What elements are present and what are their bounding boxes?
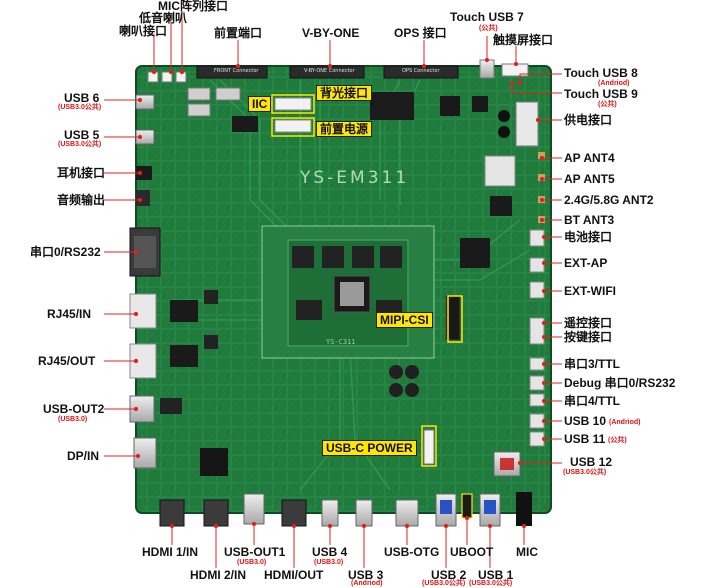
label-usb2-sub: (USB3.0公共) [422,580,466,587]
label-hdmi2-in: HDMI 2/IN [190,568,247,582]
label-dp-in: DP/IN [67,449,100,463]
label-uart0: 串口0/RS232 [30,245,101,259]
label-usb5-sub: (USB3.0公共) [58,141,102,148]
label-uart3: 串口3/TTL [564,357,620,371]
label-hdmi1-in: HDMI 1/IN [142,545,199,559]
highlight-mipi-csi: MIPI-CSI [376,312,433,328]
label-usb-otg: USB-OTG [384,545,440,559]
label-debug-uart0: Debug 串口0/RS232 [564,376,676,390]
label-touchscreen: 触摸屏接口 [493,33,554,47]
label-usb2: USB 2 [431,568,467,582]
label-touch-usb9: Touch USB 9 [564,87,638,101]
label-ap-ant4: AP ANT4 [564,151,615,165]
label-usb3-sub: (Andriod) [351,580,383,587]
label-usb4-sub: (USB3.0) [314,559,344,566]
label-button: 按键接口 [564,330,613,344]
label-battery: 电池接口 [564,230,613,244]
ops-connector-silk: OPS Connector [402,68,440,74]
label-mic-array: MIC阵列接口 [158,0,228,13]
label-usb1: USB 1 [478,568,514,582]
label-bass-speaker: 低音喇叭 [139,11,188,25]
label-usb-out2: USB-OUT2 [43,402,105,416]
label-usb10-sub: (Andriod) [609,419,641,426]
label-uboot: UBOOT [450,545,494,559]
label-usb12: USB 12 [570,455,613,469]
label-ops: OPS 接口 [394,26,447,40]
label-speaker: 喇叭接口 [119,24,168,38]
label-usb4: USB 4 [312,545,348,559]
top-connectors [147,59,529,83]
label-usb5: USB 5 [64,128,100,142]
label-ext-ap: EXT-AP [564,256,608,270]
label-usb11: USB 11 [564,432,606,446]
label-bt-ant3: BT ANT3 [564,213,615,227]
label-remote: 遥控接口 [564,316,613,330]
label-usb12-sub: (USB3.0公共) [563,469,607,476]
label-hdmi-out: HDMI/OUT [264,568,324,582]
soc-marking: YS-C311 [326,338,356,346]
left-connectors [129,94,161,469]
label-usb3: USB 3 [348,568,384,582]
label-ant2: 2.4G/5.8G ANT2 [564,193,654,207]
highlight-backlight: 背光接口 [316,85,373,101]
label-usb-out1: USB-OUT1 [224,545,286,559]
label-usb6: USB 6 [64,91,100,105]
board-model-silkscreen: YS-EM311 [300,168,410,188]
label-mic: MIC [516,545,538,559]
label-front-port: 前置端口 [214,26,263,40]
label-usb11-sub: (公共) [608,437,627,444]
callout-lines [104,11,562,568]
label-touch-usb8: Touch USB 8 [564,66,638,80]
label-audio-out: 音频输出 [57,193,106,207]
label-ext-wifi: EXT-WIFI [564,284,616,298]
highlight-front-power: 前置电源 [316,121,373,137]
highlight-iic: IIC [248,96,272,112]
label-usb-out2-sub: (USB3.0) [58,416,88,423]
label-usb-out1-sub: (USB3.0) [237,559,267,566]
label-uart4: 串口4/TTL [564,394,620,408]
label-usb10: USB 10 [564,414,607,428]
label-touch-usb7-sub: (公共) [479,25,498,32]
soc-module [261,225,435,359]
label-usb1-sub: (USB3.0公共) [469,580,513,587]
label-rj45-out: RJ45/OUT [38,354,96,368]
label-ap-ant5: AP ANT5 [564,172,615,186]
label-rj45-in: RJ45/IN [47,307,92,321]
label-touch-usb7: Touch USB 7 [450,10,524,24]
front-connector-silk: FRONT Connector [214,68,259,74]
label-vbyone: V-BY-ONE [302,26,360,40]
label-power-in: 供电接口 [564,113,613,127]
highlight-usbc-power: USB-C POWER [322,440,417,456]
label-touch-usb8-sub: (Andriod) [598,80,630,87]
label-usb6-sub: (USB3.0公共) [58,104,102,111]
label-headphone: 耳机接口 [57,166,106,180]
label-touch-usb9-sub: (公共) [598,101,617,108]
vby1-connector-silk: V-BY-ONE Connector [304,68,355,74]
